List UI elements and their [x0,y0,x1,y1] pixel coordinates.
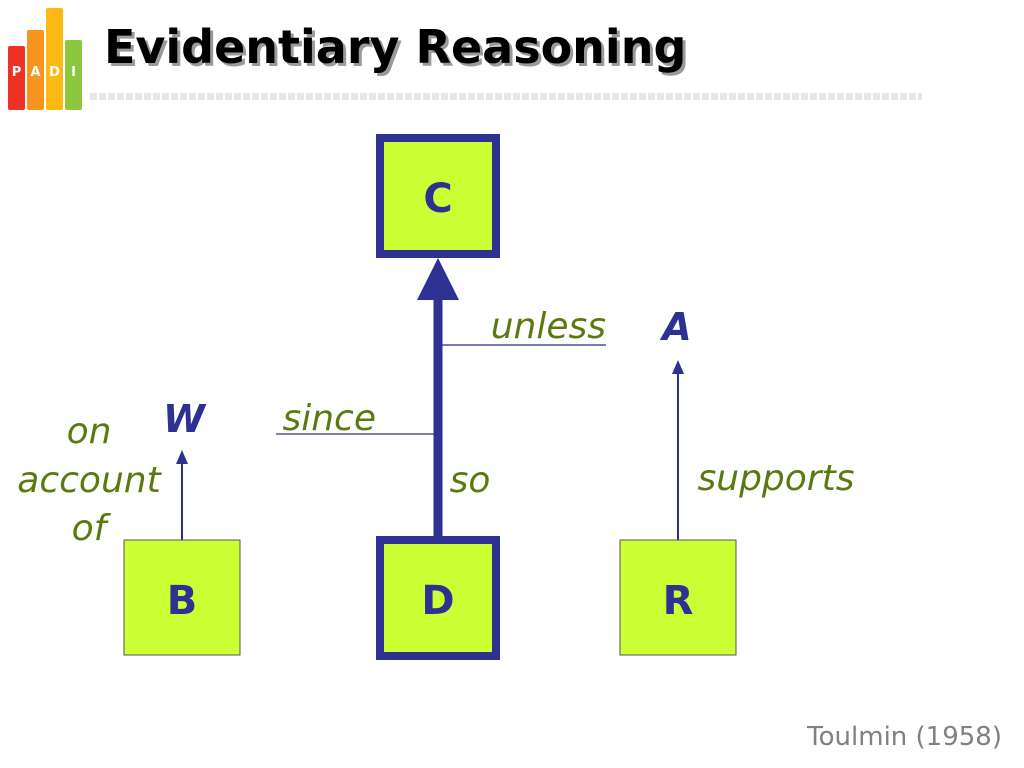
logo-bar-p [8,46,25,110]
logo-letter-i: I [71,65,76,80]
backing-arrow-head [176,450,188,464]
padi-logo: P A D I [8,8,86,110]
logo-letter-a: A [30,65,41,80]
on-account-of-line-1: on [67,411,112,452]
unless-label: unless [491,306,606,347]
so-label: so [450,460,491,501]
logo-letter-p: P [11,65,22,80]
logo-bar-d [46,8,63,110]
page-title: Evidentiary Reasoning [104,20,687,74]
backing-box [123,539,241,656]
logo-bar-i [65,40,82,110]
alternative-label: A [659,305,691,349]
data-label: D [421,578,454,624]
on-account-of-line-2: account [17,460,162,501]
rebuttal-box [619,539,737,656]
rebuttal-label: R [663,578,694,624]
warrant-label: W [163,397,207,441]
since-label: since [282,398,376,439]
on-account-of-line-3: of [72,508,112,549]
logo-bar-a [27,30,44,110]
claim-label: C [423,176,452,222]
logo-letter-d: D [49,65,60,80]
main-arrow-head [417,258,459,300]
supports-label: supports [698,458,855,499]
title-divider [90,93,922,100]
claim-box [376,134,500,258]
data-box [376,536,500,660]
rebuttal-arrow-head [672,360,684,374]
citation: Toulmin (1958) [807,722,1002,752]
backing-label: B [167,578,198,624]
